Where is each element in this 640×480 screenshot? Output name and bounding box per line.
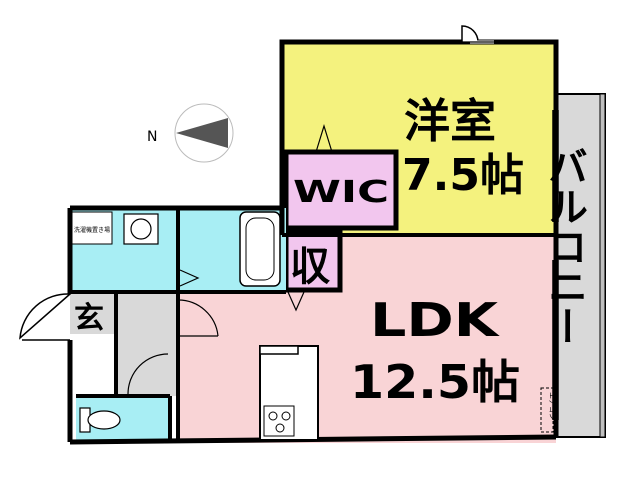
balcony-label: バルコニー (541, 146, 587, 346)
stove-burner (268, 411, 278, 421)
aircon-label: エアコン (548, 392, 556, 420)
wic-area (283, 149, 399, 231)
compass-needle-icon (176, 118, 228, 148)
wash-door-marker (179, 269, 200, 287)
compass: N (147, 103, 234, 163)
ldk-door (177, 299, 219, 337)
bathtub-inner (245, 217, 275, 281)
balcony-rail (599, 93, 606, 438)
ldk-name: LDK (370, 293, 501, 347)
basin-bowl (130, 218, 152, 240)
stove-burner (275, 423, 285, 433)
western-room-name: 洋室 (404, 94, 496, 148)
stove (263, 405, 295, 437)
aircon-mark (540, 387, 554, 433)
stove-burner (281, 411, 291, 421)
balcony-area (554, 93, 606, 438)
compass-letter: N (147, 129, 157, 145)
top-window (461, 25, 479, 43)
washer-place (71, 211, 113, 245)
corridor-area (116, 294, 178, 396)
wic-label: WIC (293, 175, 389, 210)
toilet-fixture (79, 407, 121, 433)
storage-label: 収 (290, 244, 330, 290)
western-room-size: 7.5帖 (402, 150, 524, 201)
entrance-area (70, 294, 116, 334)
entrance-door (19, 293, 72, 340)
interior-walls (70, 208, 556, 443)
entrance-label: 玄 (74, 301, 104, 336)
washer-label: 洗濯機置き場 (74, 226, 110, 234)
toilet-door (127, 353, 169, 395)
kitchen-top-wall (259, 345, 299, 355)
ldk-size: 12.5帖 (350, 355, 520, 409)
wic-door-marker (315, 123, 333, 153)
storage-door-marker (287, 291, 305, 312)
storage-area (283, 229, 343, 293)
